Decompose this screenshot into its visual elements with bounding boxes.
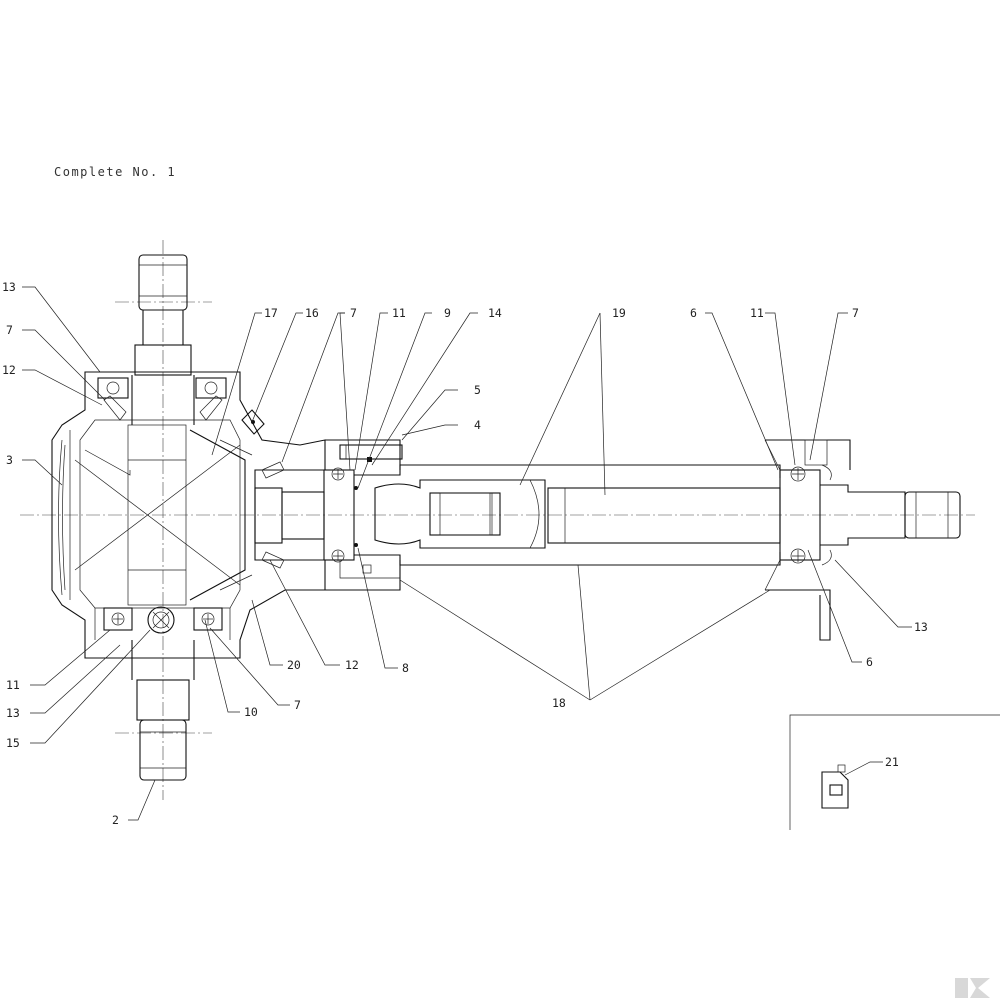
intermediate-housing: [254, 439, 403, 591]
brand-logo-icon: [955, 978, 990, 998]
part-label-3: 3: [6, 453, 13, 467]
part-label-13: 13: [6, 706, 20, 720]
part-label-7: 7: [6, 323, 13, 337]
part-label-10: 10: [244, 705, 258, 719]
breather-plug: [241, 409, 265, 435]
part-label-9: 9: [444, 306, 451, 320]
right-bearing-housing: [764, 439, 851, 641]
upper-input-shaft: [131, 254, 195, 425]
part-label-7: 7: [852, 306, 859, 320]
part-label-2: 2: [112, 813, 119, 827]
part-label-13: 13: [2, 280, 16, 294]
part-label-6: 6: [866, 655, 873, 669]
part-label-13: 13: [914, 620, 928, 634]
part-labels: 13 7 12 3 11 13 15 2 17 16 7 11 9 14 5 4…: [2, 280, 928, 827]
part-label-12: 12: [345, 658, 359, 672]
lower-bearing-left: [103, 607, 133, 631]
oil-can-icon: [821, 764, 849, 809]
part-label-18: 18: [552, 696, 566, 710]
part-label-5: 5: [474, 383, 481, 397]
gearbox-housing: [51, 371, 326, 659]
lower-output-shaft: [131, 640, 195, 781]
part-label-8: 8: [402, 661, 409, 675]
oil-inset-frame: [789, 714, 1000, 830]
part-label-20: 20: [287, 658, 301, 672]
part-label-11: 11: [6, 678, 20, 692]
part-label-19: 19: [612, 306, 626, 320]
part-label-21: 21: [885, 755, 899, 769]
part-label-12: 12: [2, 363, 16, 377]
part-label-7: 7: [350, 306, 357, 320]
upper-bearing-left: [97, 377, 129, 421]
drain-plug: [147, 606, 175, 634]
part-label-17: 17: [264, 306, 278, 320]
part-label-16: 16: [305, 306, 319, 320]
leader-lines: [22, 286, 912, 821]
part-label-7: 7: [294, 698, 301, 712]
part-label-15: 15: [6, 736, 20, 750]
lower-bearing-right: [193, 607, 223, 631]
upper-bearing-right: [195, 377, 227, 421]
part-label-6: 6: [690, 306, 697, 320]
part-label-4: 4: [474, 418, 481, 432]
part-label-11: 11: [750, 306, 764, 320]
part-label-14: 14: [488, 306, 502, 320]
page-title: Complete No. 1: [54, 165, 177, 179]
part-label-11: 11: [392, 306, 406, 320]
right-output-shaft: [820, 484, 961, 546]
